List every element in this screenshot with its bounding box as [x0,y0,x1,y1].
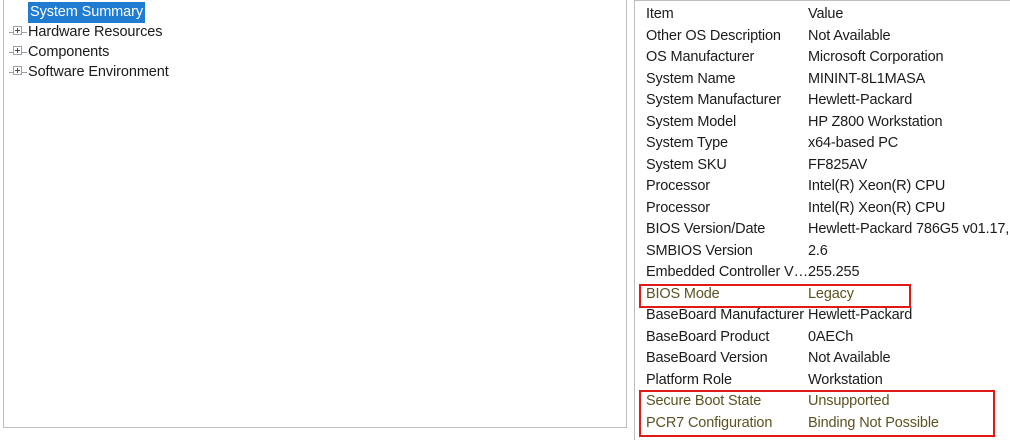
detail-value-cell: Value [808,6,843,22]
table-row[interactable]: Platform Role Workstation [635,371,1010,393]
detail-item-cell: OS Manufacturer [646,49,755,65]
table-row[interactable]: Secure Boot State Unsupported [635,392,1010,414]
detail-value-cell: Hewlett-Packard [808,92,912,108]
detail-value-cell: Intel(R) Xeon(R) CPUE5506 [808,178,1010,194]
tree-item-components[interactable]: Components [4,42,109,62]
detail-value-cell: 0AECh [808,329,853,345]
detail-value-text: Workstation [808,371,883,388]
detail-value-cell: Workstation [808,372,883,388]
table-row[interactable]: System Model HP Z800 Workstation [635,113,1010,135]
detail-value-cell: Hewlett-Packard 786G5 v01.17, 8/ [808,221,1010,237]
detail-value-text: Hewlett-Packard [808,92,913,108]
detail-item-cell: BaseBoard Version [646,350,768,366]
table-row[interactable]: System Name MININT-8L1MASA [635,70,1010,92]
detail-item-cell: System Model [646,113,737,130]
tree-item-label: System Summary [28,1,146,23]
detail-value-text: Hewlett-Packard [808,307,913,323]
table-row[interactable]: BIOS Version/Date Hewlett-Packard 786G5 v… [635,220,1010,242]
table-row[interactable]: SMBIOS Version 2.6 [635,242,1010,264]
detail-value-text: Intel(R) Xeon(R) CPU [808,199,946,216]
table-row[interactable]: PCR7 Configuration Binding Not Possible [635,414,1010,436]
detail-value-text: Microsoft Corporation [808,49,944,65]
detail-value-text: Legacy [808,285,854,302]
detail-value-cell: MININT-8L1MASA [808,71,925,87]
table-row[interactable]: BaseBoard Product 0AECh [635,328,1010,350]
detail-value-cell: 255.255 [808,264,860,280]
detail-value-text: Not Available [808,27,891,44]
detail-value-text: MININT-8L1MASA [808,70,926,87]
expand-plus-icon[interactable] [9,62,27,82]
tree-item-hardware-resources[interactable]: Hardware Resources [4,22,163,42]
detail-column-header[interactable]: Item Value [635,5,1010,27]
detail-item-cell: Embedded Controller V… [646,264,808,280]
table-row[interactable]: Processor Intel(R) Xeon(R) CPUE5506 [635,177,1010,199]
detail-value-text: Not Available [808,350,891,366]
detail-value-cell: Legacy [808,286,854,302]
detail-value-cell: Intel(R) Xeon(R) CPUE5506 [808,200,1010,216]
table-row[interactable]: System Type x64-based PC [635,134,1010,156]
tree-indent-spacer [9,2,26,22]
expand-plus-icon[interactable] [9,42,27,62]
detail-item-cell: Secure Boot State [646,393,762,409]
detail-value-cell: Binding Not Possible [808,415,939,431]
tree-item-label: Hardware Resources [28,24,163,40]
detail-item-cell: System Type [646,135,728,151]
detail-item-cell: Item [646,6,674,22]
tree-item-label: Software Environment [28,64,169,80]
detail-item-cell: BaseBoard Manufacturer [646,307,804,323]
detail-item-cell: SMBIOS Version [646,242,753,259]
detail-value-text: Binding Not Possible [808,414,939,431]
detail-value-cell: Not Available [808,350,891,366]
detail-item-cell: Processor [646,199,710,216]
detail-value-text: 0AECh [808,328,854,345]
detail-value-text: 2.6 [808,242,828,259]
detail-value-cell: Microsoft Corporation [808,49,944,65]
detail-item-cell: BIOS Version/Date [646,221,766,237]
detail-value-cell: Not Available [808,27,891,44]
table-row[interactable]: Processor Intel(R) Xeon(R) CPUE5506 [635,199,1010,221]
table-row[interactable]: System SKU FF825AV [635,156,1010,178]
detail-item-cell: PCR7 Configuration [646,414,773,431]
detail-value-cell: HP Z800 Workstation [808,113,943,130]
detail-item-cell: System SKU [646,156,727,173]
detail-value-text: FF825AV [808,156,868,173]
tree-item-label: Components [28,44,110,60]
table-row[interactable]: Other OS Description Not Available [635,27,1010,49]
tree-item-software-environment[interactable]: Software Environment [4,62,169,82]
detail-value-text: Hewlett-Packard 786G5 v01.17, 8/ [808,221,1010,237]
detail-value-text: Intel(R) Xeon(R) CPU [808,178,946,194]
table-row[interactable]: OS Manufacturer Microsoft Corporation [635,48,1010,70]
table-row[interactable]: BaseBoard Version Not Available [635,349,1010,371]
detail-value-cell: Unsupported [808,393,890,409]
table-row[interactable]: BIOS Mode Legacy [635,285,1010,307]
detail-value-text: HP Z800 Workstation [808,113,943,130]
detail-value-cell: Hewlett-Packard [808,307,912,323]
detail-value-text: 255.255 [808,264,860,280]
detail-item-cell: Platform Role [646,371,732,388]
detail-item-cell: Processor [646,178,710,194]
detail-value-text: x64-based PC [808,135,899,151]
table-row[interactable]: System Manufacturer Hewlett-Packard [635,91,1010,113]
tree-item-system-summary[interactable]: System Summary [4,1,146,23]
expand-plus-icon[interactable] [9,22,27,42]
table-row[interactable]: Embedded Controller V…255.255 [635,263,1010,285]
detail-value-text: Unsupported [808,393,890,409]
detail-item-cell: BaseBoard Product [646,328,770,345]
detail-value-cell: FF825AV [808,157,867,173]
detail-item-cell: Other OS Description [646,27,781,44]
detail-item-cell: System Manufacturer [646,92,781,108]
detail-value-text: Value [808,6,844,22]
detail-item-cell: BIOS Mode [646,285,720,302]
detail-value-cell: 2.6 [808,243,828,259]
detail-value-cell: x64-based PC [808,135,898,151]
detail-item-cell: System Name [646,70,736,87]
